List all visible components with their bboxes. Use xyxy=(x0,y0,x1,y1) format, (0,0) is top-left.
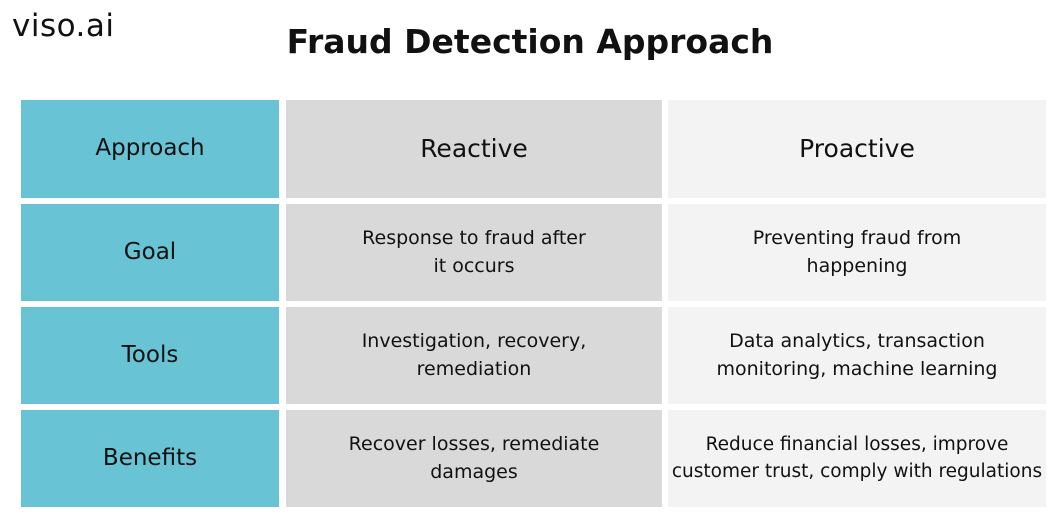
row-label-tools: Tools xyxy=(21,307,279,404)
page-title: Fraud Detection Approach xyxy=(286,22,774,61)
header-cell-reactive: Reactive xyxy=(286,100,662,198)
header-cell-proactive: Proactive xyxy=(668,100,1046,198)
cell-goal-proactive: Preventing fraud from happening xyxy=(668,204,1046,301)
viso-ai-logo: viso.ai xyxy=(12,8,115,44)
cell-benefits-reactive: Recover losses, remediate damages xyxy=(286,410,662,507)
cell-tools-reactive: Investigation, recovery, remediation xyxy=(286,307,662,404)
row-label-goal: Goal xyxy=(21,204,279,301)
row-label-benefits: Benefits xyxy=(21,410,279,507)
header-cell-approach: Approach xyxy=(21,100,279,198)
cell-tools-proactive: Data analytics, transaction monitoring, … xyxy=(668,307,1046,404)
cell-benefits-proactive: Reduce financial losses, improve custome… xyxy=(668,410,1046,507)
cell-goal-reactive: Response to fraud after it occurs xyxy=(286,204,662,301)
